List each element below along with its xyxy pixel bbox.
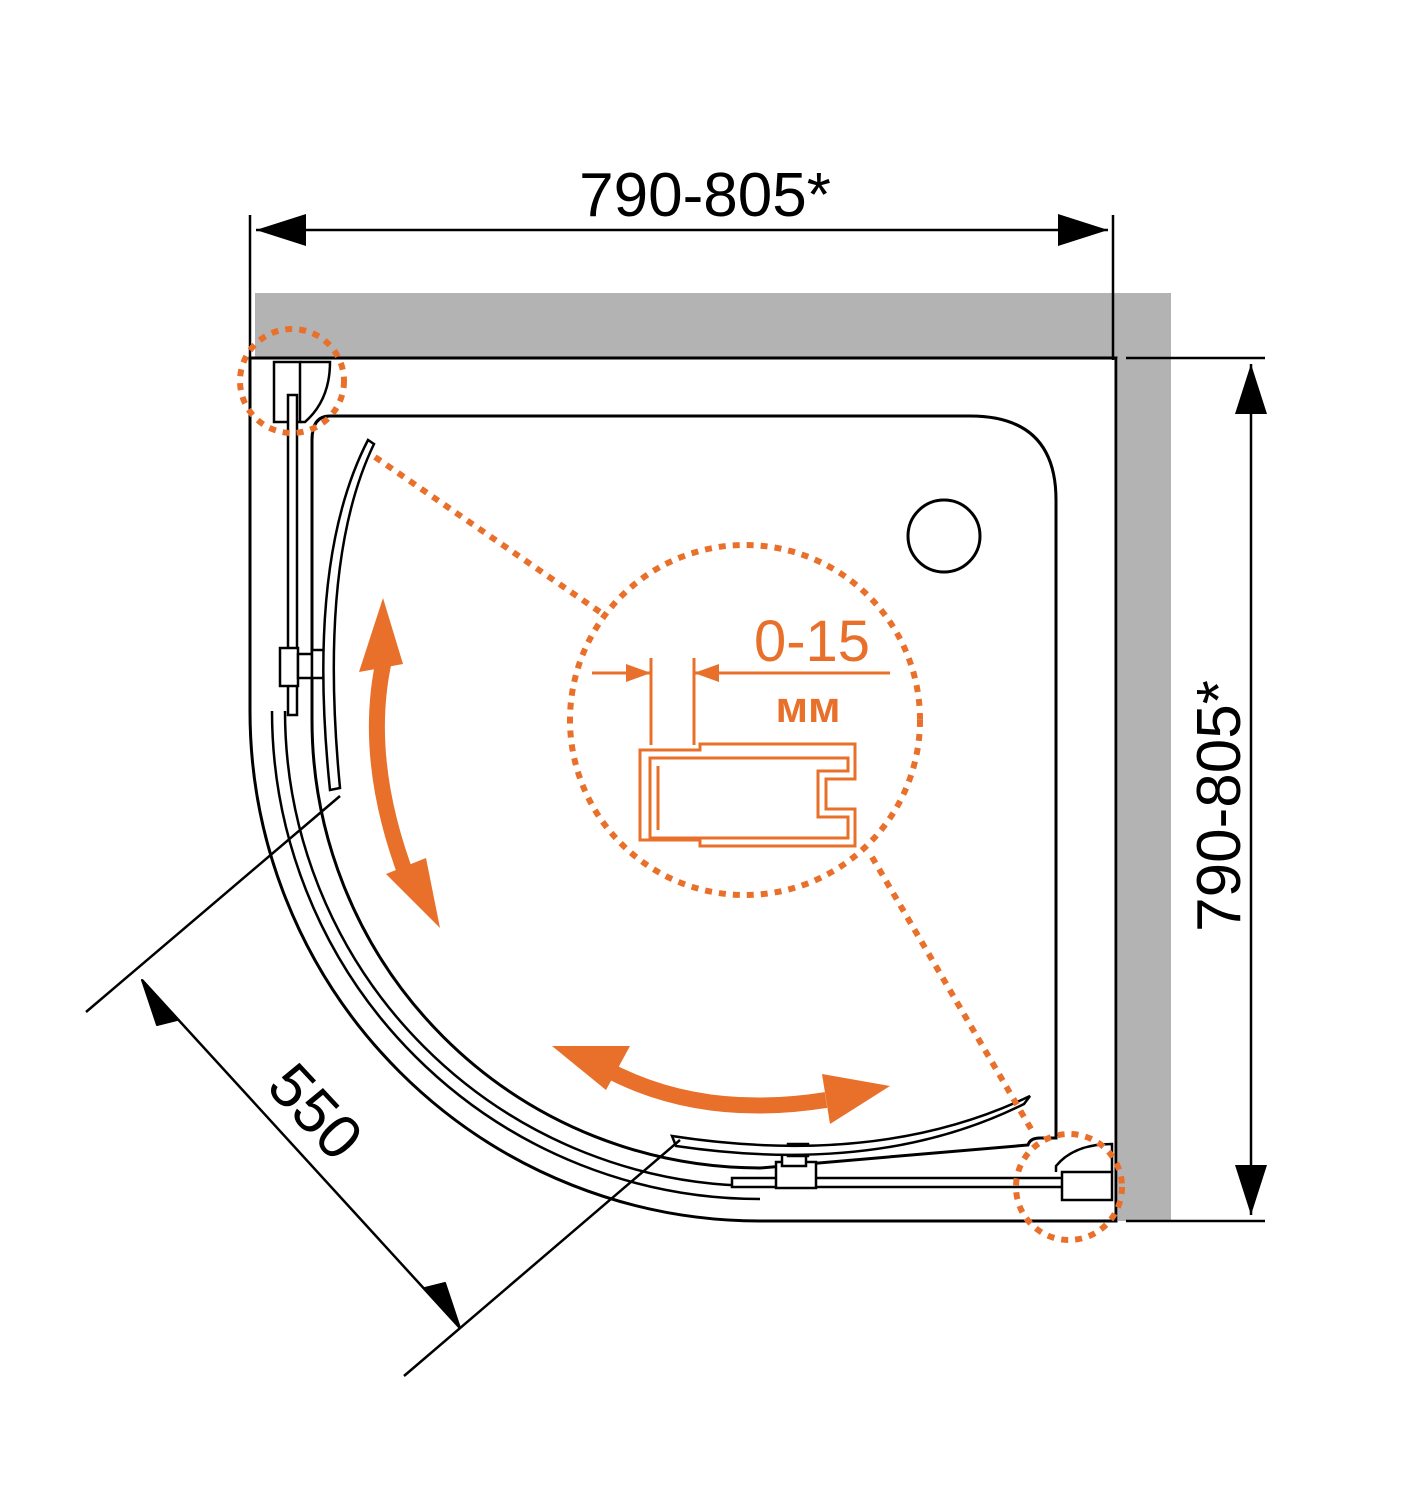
width-dimension bbox=[248, 214, 1115, 360]
tray-outline bbox=[310, 414, 1058, 1170]
door-dimension-line bbox=[141, 979, 461, 1329]
bottom-corner-piece bbox=[1054, 1142, 1114, 1172]
depth-label: 790-805* bbox=[1185, 680, 1254, 932]
width-label: 790-805* bbox=[579, 161, 831, 230]
tolerance-arrow-right bbox=[694, 664, 719, 682]
left-glass-panel bbox=[286, 393, 299, 717]
enclosure-outline bbox=[248, 356, 1118, 1223]
door-extension-lower bbox=[403, 1139, 681, 1377]
door-dimension bbox=[85, 795, 681, 1377]
walls bbox=[255, 293, 1171, 1221]
enclosure-frame bbox=[248, 356, 1118, 1223]
motion-arrows bbox=[359, 598, 890, 1124]
left-arrow-up-head bbox=[359, 598, 403, 672]
door-extension-upper bbox=[85, 795, 341, 1013]
left-profile bbox=[272, 360, 376, 792]
left-corner-piece bbox=[300, 360, 332, 424]
door-arrow-top bbox=[141, 979, 178, 1026]
door-label: 550 bbox=[254, 1051, 375, 1174]
bottom-sliding-door bbox=[670, 1094, 1031, 1157]
left-roller-handle bbox=[296, 652, 314, 680]
bottom-profile bbox=[670, 1094, 1114, 1202]
left-roller-block bbox=[278, 646, 300, 688]
depth-arrow-bottom bbox=[1235, 1165, 1267, 1215]
leader-line-top bbox=[373, 454, 602, 615]
tolerance-arrow-left bbox=[626, 664, 651, 682]
shower-tray bbox=[310, 414, 1058, 1170]
width-arrow-left bbox=[256, 214, 306, 246]
profile-section-inner bbox=[648, 756, 850, 840]
detail-circle bbox=[567, 542, 923, 898]
right-wall bbox=[1118, 293, 1171, 1221]
door-arrow-bottom bbox=[424, 1282, 461, 1329]
tolerance-unit: мм bbox=[775, 683, 840, 732]
detail-callouts bbox=[237, 326, 1125, 1243]
detail-content bbox=[592, 658, 890, 848]
door-swing-arc-left bbox=[368, 658, 416, 883]
bottom-arrow-left-head bbox=[552, 1046, 630, 1090]
leader-line-bottom bbox=[869, 855, 1037, 1136]
callout-circle-top-left bbox=[237, 326, 347, 436]
outer-guide-arc-2 bbox=[283, 710, 761, 1188]
width-arrow-right bbox=[1058, 214, 1108, 246]
depth-arrow-top bbox=[1235, 364, 1267, 414]
tolerance-value: 0-15 bbox=[754, 609, 870, 674]
depth-dimension bbox=[1126, 356, 1267, 1223]
drain-icon bbox=[906, 498, 982, 574]
top-wall bbox=[255, 293, 1171, 358]
bottom-wall-profile bbox=[1060, 1170, 1114, 1202]
left-sliding-door bbox=[322, 438, 376, 792]
bottom-arrow-right-head bbox=[822, 1074, 890, 1124]
left-arrow-down-head bbox=[386, 858, 440, 928]
outer-guide-arc-1 bbox=[270, 710, 761, 1201]
profile-section-outer bbox=[638, 742, 857, 848]
door-swing-arc-bottom bbox=[600, 1060, 828, 1114]
callout-circle-bottom-right bbox=[1013, 1131, 1125, 1243]
